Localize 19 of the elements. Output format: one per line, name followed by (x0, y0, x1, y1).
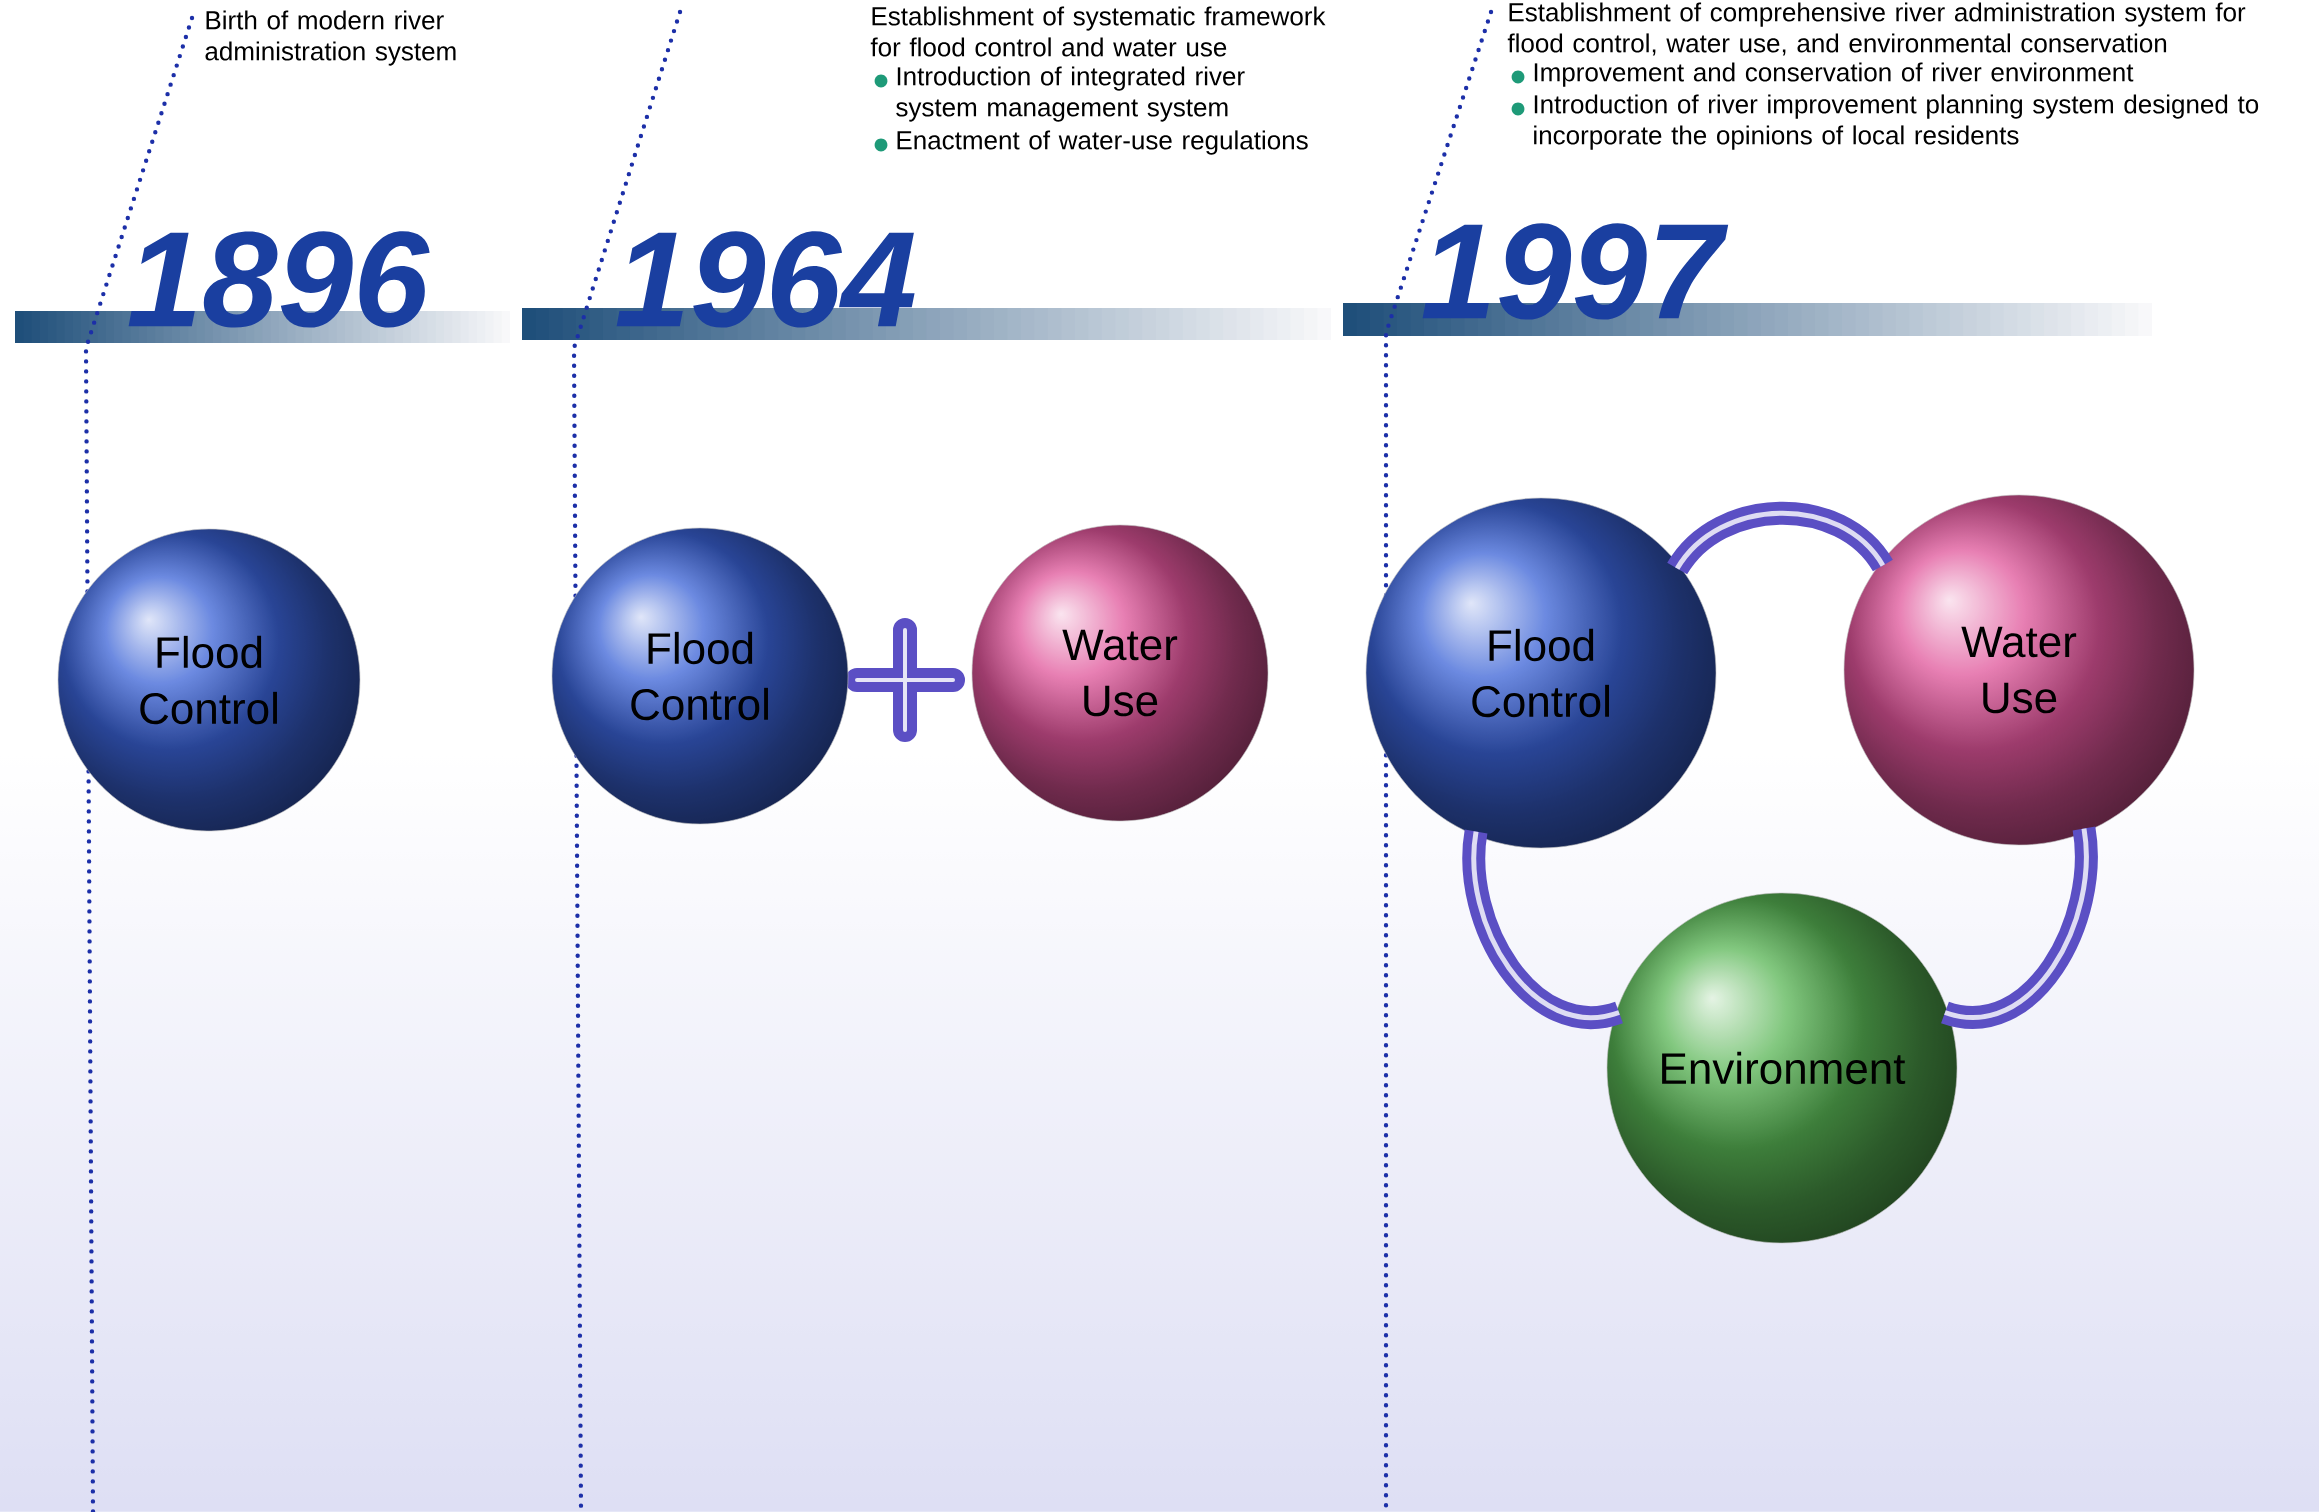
sphere: Flood Control (57, 528, 361, 832)
sphere: Flood Control (1365, 497, 1717, 849)
bullet-item: Introduction of river improvement planning system designed to incorporate the opinions of local residents (1511, 94, 2259, 150)
ring-connector (1942, 827, 2098, 1029)
year-label: 1964 (616, 231, 915, 328)
sphere: Flood Control (551, 527, 849, 825)
year-label: 1997 (1422, 223, 1729, 320)
description-text: Establishment of comprehensive river administration system for flood control, water use, and environmental conservation (1507, 2, 2246, 56)
description-text: Birth of modern river administration system (205, 10, 456, 66)
description-text: Establishment of systematic framework for flood control and water use (870, 6, 1326, 57)
sphere: Environment (1606, 892, 1958, 1244)
year-label: 1896 (128, 231, 430, 328)
ring-connector (1667, 501, 1893, 576)
sphere: Water Use (971, 524, 1269, 822)
ring-connector (1462, 830, 1622, 1029)
sphere: Water Use (1843, 494, 2195, 846)
bullet-item: Improvement and conservation of river environment (1511, 62, 2134, 87)
bullet-item: Enactment of water-use regulations (874, 130, 1308, 155)
bullet-item: Introduction of integrated river system management system (874, 66, 1245, 122)
